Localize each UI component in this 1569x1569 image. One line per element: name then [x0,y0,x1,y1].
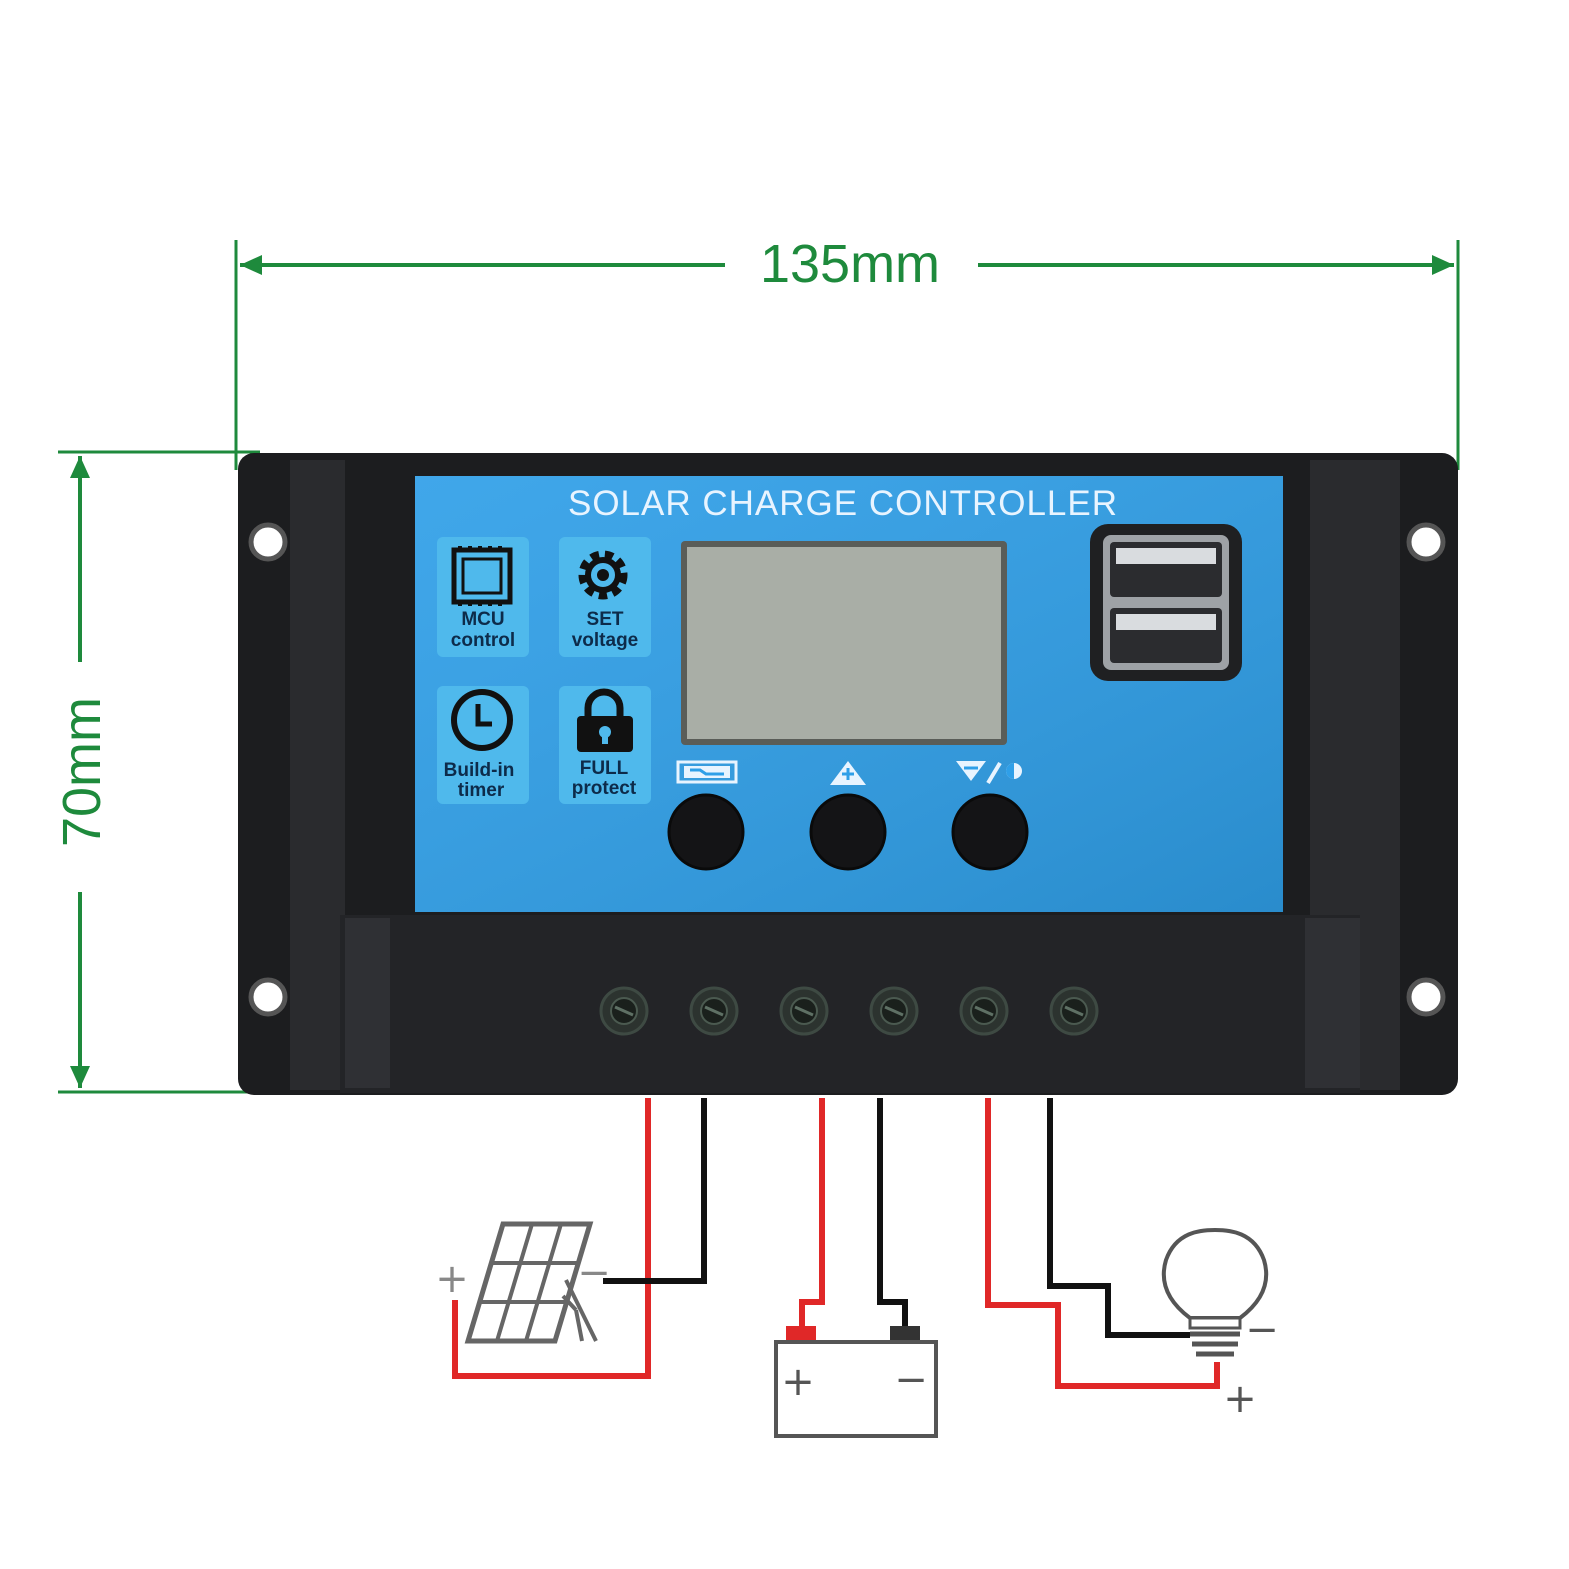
usb-ports [1090,524,1242,681]
battery-positive-wire [799,1098,825,1326]
terminal-block [340,915,1360,1093]
feature-tile-timer: Build-in timer [437,686,529,804]
control-face: SOLAR CHARGE CONTROLLER MCU cont [415,476,1283,912]
clock-icon [451,689,513,751]
lock-icon [577,688,633,752]
height-label: 70mm [52,697,112,847]
height-arrow-down-icon [70,1066,90,1088]
control-button-1[interactable] [667,793,745,871]
feature-tile-bg [437,537,529,657]
solar-negative-wire [603,1098,707,1284]
solar-plus-sign: + [435,1256,469,1302]
down-minus-light-icon [956,761,1022,785]
solar-minus-sign: − [577,1250,611,1296]
width-arrow-right-icon [1432,255,1454,275]
feature-line2: voltage [572,630,639,651]
battery-positive-terminal [786,1326,816,1342]
terminal-screw-2[interactable] [689,986,739,1036]
feature-tile-full-protect: FULL protect [559,686,651,804]
width-arrow-left-icon [240,255,262,275]
feature-line1: SET [587,609,624,630]
feature-line1: Build-in [444,760,515,781]
solar-positive-wire [452,1098,651,1379]
mounting-hole [248,977,288,1017]
dimension-lines: 135mm 70mm [52,234,1460,1094]
battery-plus-sign: + [781,1359,815,1405]
up-plus-icon [830,761,866,785]
control-button-3[interactable] [951,793,1029,871]
wiring-diagram: + − + − − + [435,1098,1279,1438]
battery-body [774,1340,938,1438]
usb-tongue-upper [1116,548,1216,564]
battery-minus-sign: − [894,1357,928,1403]
usb-tongue-lower [1116,614,1216,630]
solar-panel-icon: + − [435,1221,611,1344]
button-row [667,793,1029,871]
width-label: 135mm [760,234,940,294]
left-rail [290,460,345,1090]
terminal-block-right-edge [1305,918,1360,1088]
load-negative-wire [1047,1098,1190,1338]
feature-line2: protect [572,778,637,799]
battery-negative-wire [877,1098,908,1326]
mounting-hole [1406,522,1446,562]
feature-tiles: MCU control SET voltage Build-i [437,537,651,804]
battery-icon: + − [774,1326,938,1438]
load-positive-wire [985,1098,1220,1389]
battery-negative-terminal [890,1326,920,1342]
feature-line1: FULL [580,758,629,779]
control-button-2[interactable] [809,793,887,871]
lcd-screen [687,547,1001,739]
terminal-screw-4[interactable] [869,986,919,1036]
terminal-block-left-edge [345,918,390,1088]
feature-tile-mcu: MCU control [437,537,529,657]
terminal-screw-6[interactable] [1049,986,1099,1036]
feature-tile-set-voltage: SET voltage [559,537,651,657]
terminal-screws [599,986,1099,1036]
panel-title: SOLAR CHARGE CONTROLLER [568,484,1118,523]
mounting-hole [248,522,288,562]
terminal-screw-5[interactable] [959,986,1009,1036]
load-plus-sign: + [1223,1376,1257,1422]
terminal-screw-1[interactable] [599,986,649,1036]
mounting-hole [1406,977,1446,1017]
feature-line2: control [451,630,515,651]
feature-line1: MCU [461,609,504,630]
terminal-screw-3[interactable] [779,986,829,1036]
menu-icon [676,760,738,784]
height-arrow-up-icon [70,456,90,478]
gear-icon [578,550,628,600]
light-bulb-icon: − + [1161,1227,1279,1422]
chip-icon [451,546,513,606]
feature-line2: timer [458,780,505,801]
load-minus-sign: − [1245,1307,1279,1353]
